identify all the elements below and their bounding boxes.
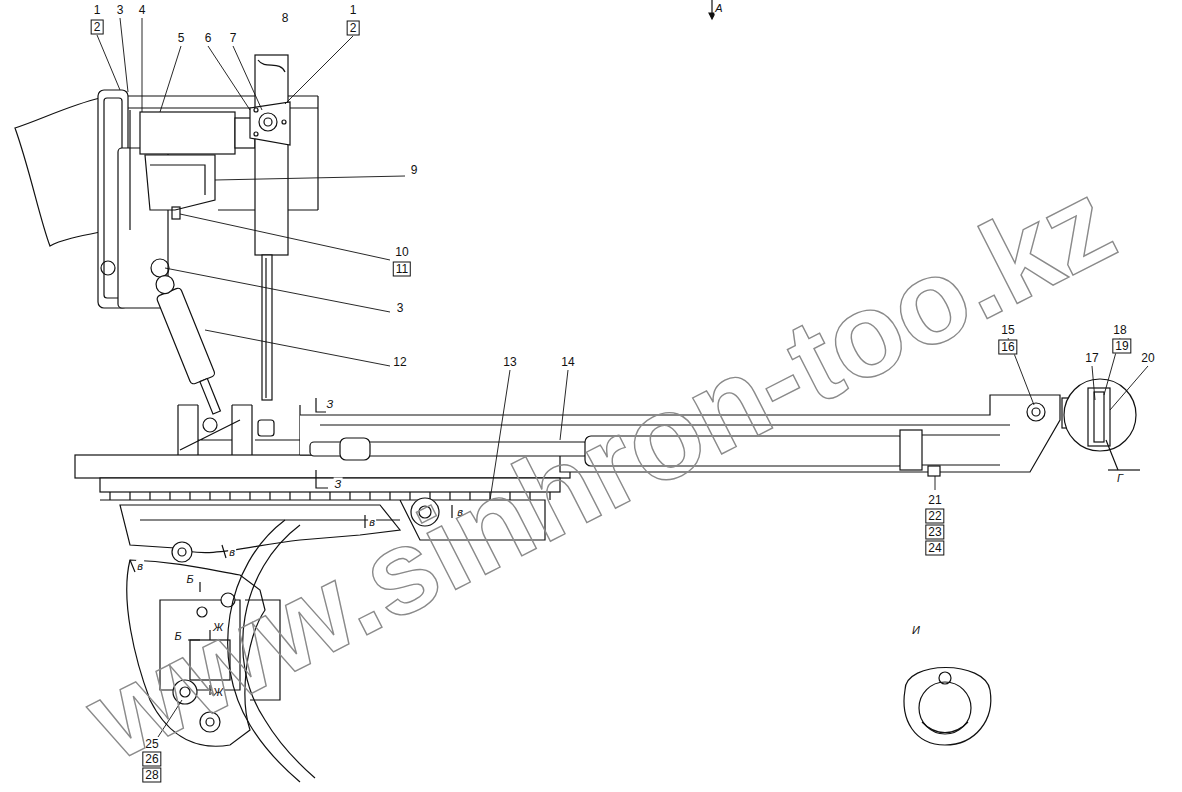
callout-number: 16 xyxy=(998,340,1017,355)
callout-number: 28 xyxy=(142,768,161,783)
callout-number: 22 xyxy=(925,509,944,524)
callout-number: 20 xyxy=(1140,352,1155,365)
callout-number: 6 xyxy=(204,32,213,45)
callout-number: 1 xyxy=(349,4,358,17)
callout-number: 1 xyxy=(93,4,102,17)
callout-number: 2 xyxy=(347,21,360,36)
section-letter: в xyxy=(136,560,144,573)
section-letter: З xyxy=(326,398,335,411)
section-letter: Б xyxy=(185,573,194,586)
callout-number: 5 xyxy=(177,32,186,45)
callout-number: 9 xyxy=(410,164,419,177)
callout-number: 3 xyxy=(396,302,405,315)
callout-number: 23 xyxy=(925,525,944,540)
callout-number: 24 xyxy=(925,541,944,556)
section-letter: З xyxy=(334,478,343,491)
callout-number: 14 xyxy=(560,356,575,369)
callout-number: 12 xyxy=(392,356,407,369)
callout-number: 17 xyxy=(1084,352,1099,365)
callout-number: 18 xyxy=(1112,324,1127,337)
callout-number: 21 xyxy=(927,494,942,507)
callout-number: 10 xyxy=(394,246,409,259)
callout-number: 11 xyxy=(393,262,411,277)
callout-number: 19 xyxy=(1112,339,1131,354)
callout-number: 8 xyxy=(281,12,290,25)
section-letter: И xyxy=(911,624,921,637)
callout-number: 2 xyxy=(91,20,104,35)
section-letter: в xyxy=(228,546,236,559)
section-letter: А xyxy=(714,2,723,15)
callout-number: 3 xyxy=(116,4,125,17)
callout-number: 13 xyxy=(502,356,517,369)
callout-number: 7 xyxy=(229,32,238,45)
callout-number: 4 xyxy=(138,4,147,17)
section-letter: Г xyxy=(1116,472,1124,485)
